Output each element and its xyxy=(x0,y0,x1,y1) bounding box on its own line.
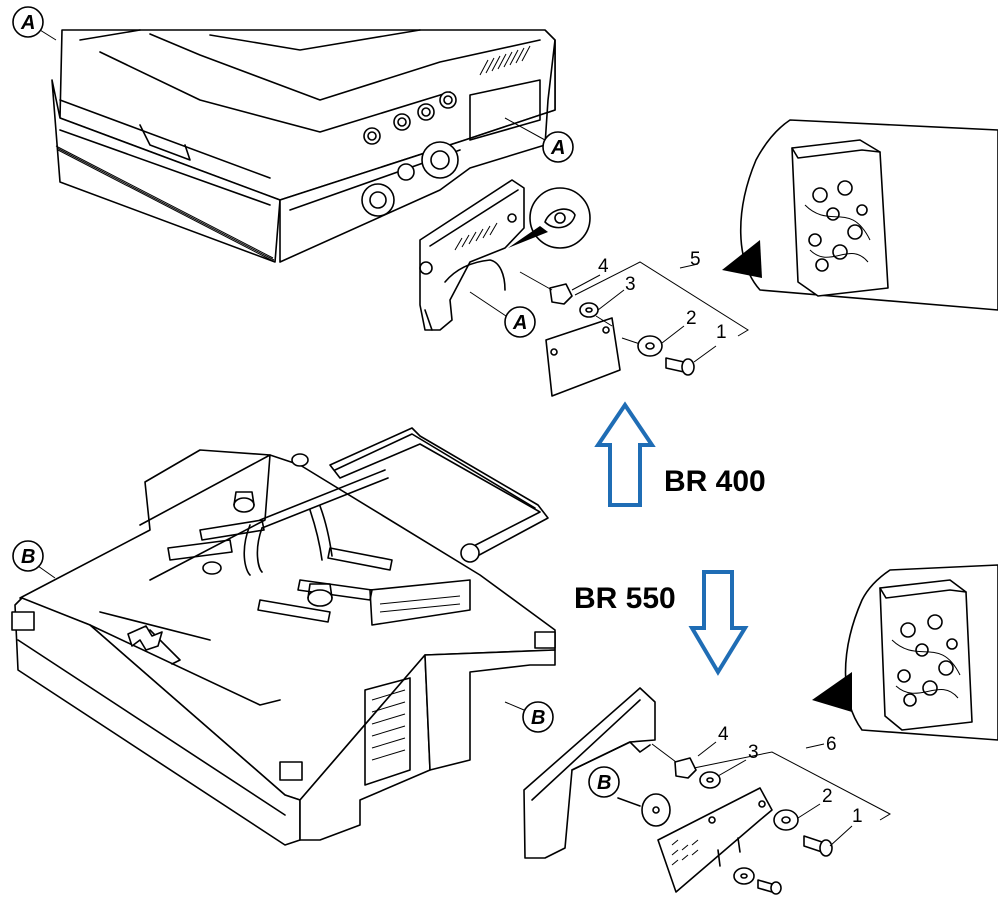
br400-machine-body xyxy=(51,29,556,263)
br550-callout-6: 6 xyxy=(826,734,837,755)
br550-callout-2: 2 xyxy=(822,786,833,807)
marker-a-cover: A xyxy=(469,291,536,338)
br550-down-arrow xyxy=(688,570,749,676)
svg-text:B: B xyxy=(597,772,611,794)
br400-up-arrow xyxy=(594,401,656,507)
svg-text:A: A xyxy=(20,12,35,34)
pointer-triangle-icon-lower xyxy=(812,672,852,712)
br550-part-3-washer xyxy=(699,771,721,789)
br400-part-3-washer xyxy=(579,302,599,318)
br550-callout-3: 3 xyxy=(748,742,759,763)
br400-callout-5: 5 xyxy=(690,249,701,270)
hardware-bag-icon-upper xyxy=(722,119,998,311)
br400-callout-3: 3 xyxy=(625,274,636,295)
br400-part-1-screw xyxy=(665,357,695,376)
pointer-triangle-icon-upper xyxy=(722,240,762,278)
svg-text:B: B xyxy=(531,707,545,729)
marker-a-machine-right: A xyxy=(504,117,574,163)
br550-label: BR 550 xyxy=(574,582,676,615)
br550-machine-body xyxy=(11,427,556,846)
br550-round-knob xyxy=(617,793,671,827)
marker-b-left: B xyxy=(12,540,56,579)
br400-callout-1: 1 xyxy=(716,322,727,343)
br550-part-4-nut xyxy=(651,743,697,779)
br550-side-cover xyxy=(523,687,656,859)
br400-side-cover xyxy=(419,179,525,331)
br400-label: BR 400 xyxy=(664,465,766,498)
svg-text:A: A xyxy=(550,137,565,159)
svg-text:A: A xyxy=(512,312,527,334)
hardware-bag-icon-lower xyxy=(812,564,998,741)
br400-callout-frame xyxy=(571,261,749,363)
br550-part-2-washer xyxy=(773,809,799,831)
br400-callout-4: 4 xyxy=(598,256,609,277)
marker-b-cover: B xyxy=(588,766,620,798)
br400-mounting-plate xyxy=(545,315,641,397)
br550-callout-1: 1 xyxy=(852,806,863,827)
marker-b-machine-right: B xyxy=(504,701,554,733)
marker-a-top-left: A xyxy=(12,6,57,41)
br400-part-4-nut xyxy=(519,271,573,305)
br400-part-2-washer xyxy=(637,335,663,357)
br550-mounting-plate xyxy=(657,787,773,893)
br400-callout-2: 2 xyxy=(686,308,697,329)
br550-part-1-screw xyxy=(803,835,833,857)
br550-callout-4: 4 xyxy=(718,724,729,745)
detail-zoom-circle xyxy=(508,187,591,249)
br550-callout-frame xyxy=(693,741,892,847)
br550-extra-washer-screw xyxy=(733,867,782,895)
svg-text:B: B xyxy=(21,546,35,568)
